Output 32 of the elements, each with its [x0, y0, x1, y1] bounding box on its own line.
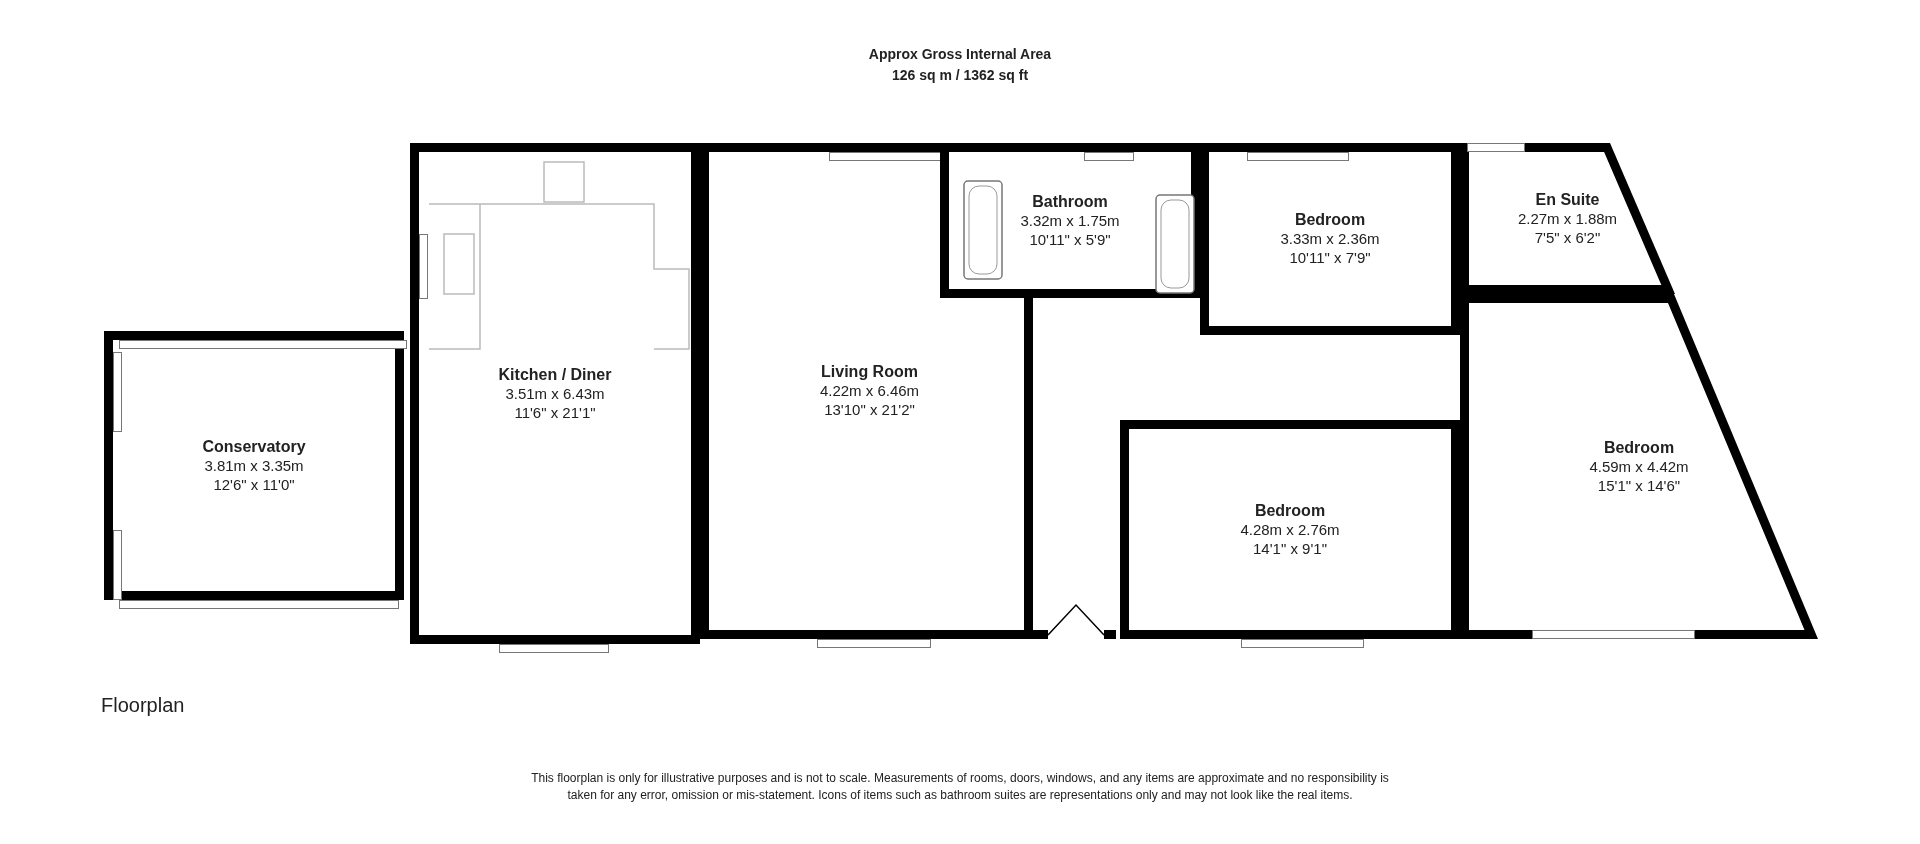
room-dimensions: 12'6" x 11'0" — [213, 475, 295, 495]
room-name: Bedroom — [1294, 210, 1366, 231]
room-dimensions: 3.81m x 3.35m — [204, 456, 304, 476]
room-dimensions: 3.51m x 6.43m — [505, 384, 605, 404]
room-dimensions: 3.33m x 2.36m — [1280, 230, 1380, 249]
room-dimensions: 2.27m x 1.88m — [1517, 209, 1618, 229]
room-dimensions: 13'10" x 21'2" — [824, 401, 915, 420]
room-name: Living Room — [821, 362, 918, 383]
room-dimensions: 3.32m x 1.75m — [1020, 211, 1120, 231]
disclaimer-text: This floorplan is only for illustrative purposes and is not to scale. Measurements of rooms, doors, windows, and any items are approximate and no responsibility is taken for any error, omission or mis-statement. Icons of items such as bathroom suites are representations only and may not look like the real items. — [530, 770, 1390, 803]
room-dimensions: 11'6" x 21'1" — [514, 403, 596, 423]
floorplan-label: Floorplan — [101, 693, 185, 718]
room-name: Bedroom — [1254, 500, 1326, 521]
room-name: Kitchen / Diner — [498, 364, 612, 385]
room-dimensions: 4.28m x 2.76m — [1240, 520, 1340, 540]
room-name: Bathroom — [1032, 191, 1108, 212]
room-name: Bedroom — [1603, 437, 1675, 458]
room-dimensions: 10'11" x 5'9" — [1029, 230, 1111, 250]
area-label: 126 sq m / 1362 sq ft — [891, 66, 1029, 85]
room — [1460, 143, 1675, 294]
room-dimensions: 4.22m x 6.46m — [819, 382, 920, 401]
room — [1460, 294, 1818, 639]
room-dimensions: 14'1" x 9'1" — [1253, 539, 1327, 559]
room-dimensions: 10'11" x 7'9" — [1289, 249, 1371, 268]
room — [1200, 143, 1460, 335]
room-name: Conservatory — [202, 436, 306, 457]
room-dimensions: 4.59m x 4.42m — [1589, 457, 1689, 477]
title: Approx Gross Internal Area — [868, 45, 1052, 64]
room-dimensions: 15'1" x 14'6" — [1597, 476, 1681, 496]
room — [940, 143, 1200, 298]
room-name: En Suite — [1535, 189, 1600, 210]
room-dimensions: 7'5" x 6'2" — [1534, 228, 1601, 248]
